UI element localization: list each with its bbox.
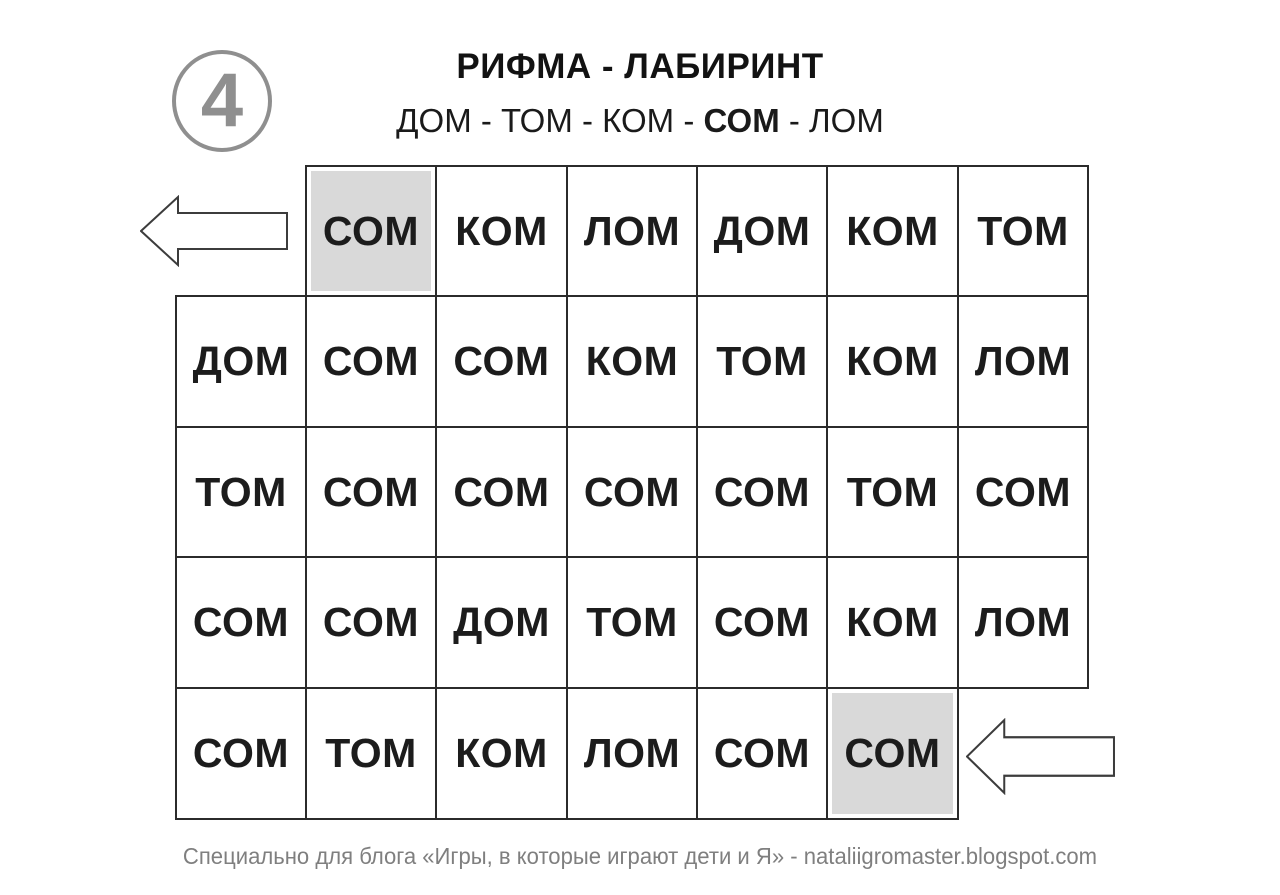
cell-word: ТОМ [716,338,808,384]
cell-word: СОМ [192,599,290,645]
grid-cell[interactable]: ЛОМ [957,556,1089,689]
grid-cell[interactable]: ЛОМ [957,295,1089,428]
footer-credit: Специально для блога «Игры, в которые иг… [182,843,1098,869]
grid-cell[interactable]: КОМ [435,687,568,820]
cell-word: СОМ [713,599,811,645]
cell-word: СОМ [453,338,550,384]
cell-word: ТОМ [977,207,1069,254]
grid-cell[interactable]: ТОМ [957,165,1089,297]
page-title: РИФМА - ЛАБИРИНТ [456,47,824,86]
grid-cell[interactable]: ДОМ [175,295,307,428]
cell-word: СОМ [322,468,420,515]
grid-cell[interactable]: СОМ [435,295,568,428]
cell-word: КОМ [455,730,548,776]
grid-cell[interactable]: СОМ [957,426,1089,558]
cell-word: СОМ [713,468,811,515]
cell-word: СОМ [322,338,420,384]
cell-word: СОМ [583,468,681,515]
page-number-badge: 4 [172,50,272,152]
cell-word: ТОМ [325,730,417,776]
word-list-target: СОМ [703,102,780,139]
grid-cell[interactable]: КОМ [566,295,698,428]
cell-word: ТОМ [586,599,678,645]
grid-cell[interactable]: ТОМ [566,556,698,689]
grid-cell[interactable]: СОМ [305,165,437,297]
cell-word: КОМ [455,207,548,254]
entry-arrow-icon [966,718,1115,795]
cell-word: КОМ [846,599,939,645]
grid-cell[interactable]: ТОМ [826,426,959,558]
cell-word: КОМ [846,207,939,254]
cell-word: ТОМ [195,468,287,515]
grid-cell[interactable]: ЛОМ [566,687,698,820]
grid-cell[interactable]: ТОМ [305,687,437,820]
cell-word: ЛОМ [583,207,681,254]
word-list: ДОМ - ТОМ - КОМ - СОМ - ЛОМ [0,102,1280,140]
grid-cell[interactable]: СОМ [305,556,437,689]
grid-cell[interactable]: ДОМ [435,556,568,689]
grid-cell[interactable]: СОМ [696,556,828,689]
grid-cell[interactable]: СОМ [435,426,568,558]
cell-word: ДОМ [453,599,550,645]
cell-word: СОМ [322,207,420,254]
grid-cell[interactable]: КОМ [435,165,568,297]
grid-cell[interactable]: СОМ [175,556,307,689]
grid-cell[interactable]: СОМ [175,687,307,820]
grid-cell[interactable]: КОМ [826,556,959,689]
cell-word: СОМ [974,468,1072,515]
page-number: 4 [200,58,244,143]
cell-word: СОМ [713,730,811,776]
grid-cell[interactable]: ТОМ [175,426,307,558]
grid-cell[interactable]: ТОМ [696,295,828,428]
cell-word: СОМ [192,730,290,776]
grid-cell[interactable]: СОМ [566,426,698,558]
grid-cell[interactable]: ДОМ [696,165,828,297]
cell-word: ДОМ [192,338,290,384]
word-list-suffix: - ЛОМ [779,102,884,139]
exit-arrow-icon [140,195,288,267]
cell-word: ЛОМ [583,730,681,776]
cell-word: СОМ [453,468,550,515]
cell-word: ЛОМ [974,338,1072,384]
grid-cell[interactable]: КОМ [826,295,959,428]
grid-cell[interactable]: СОМ [696,426,828,558]
cell-word: КОМ [585,338,679,384]
cell-word: КОМ [846,338,939,384]
grid-cell[interactable]: СОМ [305,426,437,558]
grid-cell[interactable]: ЛОМ [566,165,698,297]
grid-cell[interactable]: СОМ [826,687,959,820]
grid-cell[interactable]: СОМ [305,295,437,428]
cell-word: СОМ [844,730,941,776]
cell-word: ДОМ [713,207,811,254]
word-list-prefix: ДОМ - ТОМ - КОМ - [396,102,704,139]
cell-word: СОМ [322,599,420,645]
cell-word: ЛОМ [974,599,1072,645]
cell-word: ТОМ [846,468,939,515]
grid-cell[interactable]: КОМ [826,165,959,297]
grid-cell[interactable]: СОМ [696,687,828,820]
